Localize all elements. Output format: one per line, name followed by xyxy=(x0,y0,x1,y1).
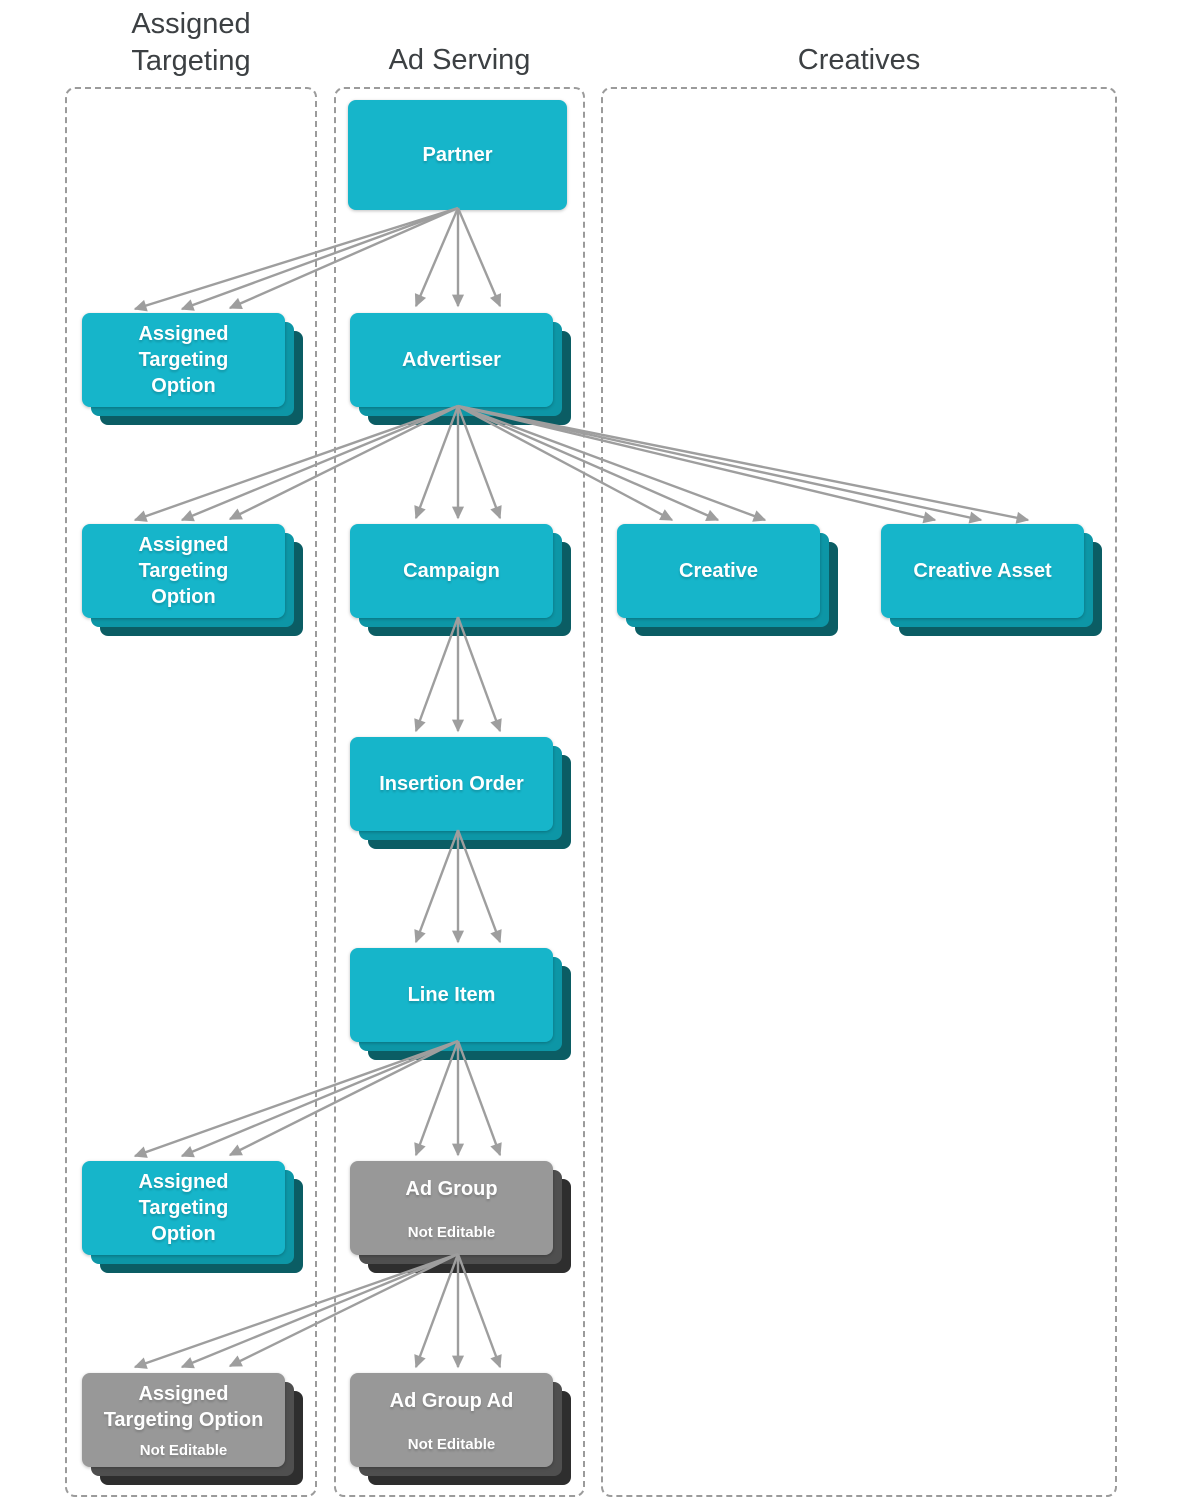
node-label: Campaign xyxy=(403,560,500,582)
node-ad-group-ad: Ad Group Ad Not Editable xyxy=(350,1373,571,1485)
node-assigned-targeting-option-3: Assigned Targeting Option xyxy=(82,1161,303,1273)
node-label: Insertion Order xyxy=(379,773,524,795)
creatives-column-container xyxy=(601,87,1117,1497)
node-advertiser: Advertiser xyxy=(350,313,571,425)
node-label: Advertiser xyxy=(402,349,501,371)
node-sublabel-not-editable: Not Editable xyxy=(407,1223,496,1241)
ad-serving-column-container xyxy=(334,87,585,1497)
node-label: Partner xyxy=(422,144,493,166)
node-label: Line Item xyxy=(407,984,496,1006)
node-assigned-targeting-option-2: Assigned Targeting Option xyxy=(82,524,303,636)
node-partner: Partner xyxy=(348,100,567,210)
column-title-creatives: Creatives xyxy=(797,44,921,76)
node-label: Assigned Targeting Option xyxy=(138,534,229,608)
column-title-assigned-targeting: Assigned Targeting xyxy=(131,8,251,77)
node-label: Assigned Targeting Option xyxy=(138,1171,229,1245)
node-label: Ad Group xyxy=(405,1177,498,1200)
node-label: Creative xyxy=(679,560,758,582)
node-sublabel-not-editable: Not Editable xyxy=(139,1442,228,1459)
node-line-item: Line Item xyxy=(350,948,571,1060)
node-campaign: Campaign xyxy=(350,524,571,636)
node-label: Assigned Targeting Option xyxy=(103,1383,264,1431)
node-creative: Creative xyxy=(617,524,838,636)
node-creative-asset: Creative Asset xyxy=(881,524,1102,636)
node-label: Assigned Targeting Option xyxy=(138,323,229,397)
node-label: Ad Group Ad xyxy=(389,1389,514,1412)
node-insertion-order: Insertion Order xyxy=(350,737,571,849)
column-title-ad-serving: Ad Serving xyxy=(388,44,531,76)
node-label: Creative Asset xyxy=(913,560,1052,582)
node-assigned-targeting-option-4: Assigned Targeting Option Not Editable xyxy=(82,1373,303,1485)
node-sublabel-not-editable: Not Editable xyxy=(407,1435,496,1453)
node-ad-group: Ad Group Not Editable xyxy=(350,1161,571,1273)
assigned-targeting-column-container xyxy=(65,87,317,1497)
node-assigned-targeting-option-1: Assigned Targeting Option xyxy=(82,313,303,425)
